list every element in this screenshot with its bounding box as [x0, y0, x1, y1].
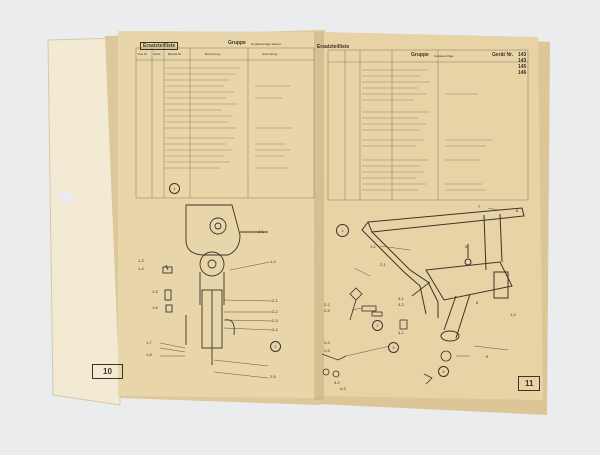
left-circle-2: 2	[270, 341, 281, 352]
right-device-no-2: 143	[518, 58, 527, 64]
left-callout-2-3: 2-3	[272, 318, 278, 323]
left-callout-2-5: 2-5	[270, 374, 276, 379]
right-callout-3-2: 3-2	[398, 302, 404, 307]
right-callout-2-4: 2-4	[324, 340, 330, 345]
right-parts-table	[327, 49, 529, 201]
left-callout-1-7: 1-7	[146, 340, 152, 345]
left-header-box: Ersatzteilliste	[140, 42, 179, 50]
left-parts-table	[135, 47, 315, 199]
left-page	[118, 31, 322, 398]
left-callout-1-5: 1-5	[152, 289, 158, 294]
right-callout-9: 9	[486, 354, 489, 359]
left-callout-1-8: 1-8	[146, 352, 152, 357]
spine-shadow	[314, 32, 324, 400]
right-callout-6: 6	[476, 300, 479, 305]
right-header-group-name: Geräteschräge	[434, 54, 454, 58]
right-device-no-4: 146	[518, 70, 527, 76]
back-cover	[47, 37, 121, 406]
right-header-group: Gruppe	[411, 52, 429, 58]
left-callout-1-4: 1-4	[138, 266, 144, 271]
right-callout-4-1: 4-1	[398, 330, 404, 335]
right-table-rows	[362, 69, 492, 191]
right-callout-4-2: 4-2	[334, 380, 340, 385]
right-header-device: Gerät Nr.	[492, 52, 514, 58]
right-callout-1-1: 1-1	[370, 244, 376, 249]
left-table-rows	[165, 67, 292, 169]
right-circle-4: 4	[438, 366, 449, 377]
left-col-stueck: Stück	[153, 52, 161, 56]
right-frame-drawing	[361, 207, 525, 342]
right-callout-1-2: 1-2	[510, 312, 516, 317]
right-callout-2-2: 2-2	[324, 302, 330, 307]
right-callout-5: 5	[465, 244, 468, 249]
left-col-posnr: Pos Nr.	[138, 52, 148, 56]
left-leaders	[159, 261, 273, 379]
right-circle-1: 1	[336, 224, 349, 237]
right-callout-3-1: 3-1	[398, 296, 404, 301]
left-header-group: Gruppe	[228, 40, 246, 46]
cover-hole	[56, 190, 75, 206]
right-header-box: Ersatzteilliste	[317, 44, 350, 50]
right-page-number: 11	[518, 376, 541, 391]
right-circle-2: 2	[372, 320, 383, 331]
right-callout-2-1: 2-1	[380, 262, 386, 267]
right-callout-8: 8	[516, 208, 519, 213]
right-circle-3: 3	[388, 342, 399, 353]
left-col-bestellnr: Bestell-Nr.	[168, 52, 182, 56]
right-small-parts	[321, 281, 452, 385]
left-callout-1-2: 1-2	[270, 259, 276, 264]
left-drawing-1	[185, 204, 268, 256]
left-page-number: 10	[92, 364, 123, 379]
left-callout-2-4: 2-4	[272, 327, 278, 332]
right-callout-7: 7	[478, 204, 481, 209]
left-circle-1: 1	[169, 183, 180, 194]
right-leaders	[345, 207, 509, 357]
right-device-no-3: 145	[518, 64, 527, 70]
left-callout-1-1: 1-1	[258, 229, 264, 234]
left-callout-2-2: 2-2	[272, 309, 278, 314]
left-col-anmerkung: Anmerkung	[262, 52, 278, 56]
right-callout-4-3: 4-3	[340, 386, 346, 391]
right-device-no-1: 143	[518, 52, 527, 58]
left-callout-1-3: 1-3	[138, 258, 144, 263]
right-callout-2-5: 2-5	[324, 348, 330, 353]
left-header-group-name: Geräteschräge aliepen	[251, 42, 282, 46]
left-col-benennung: Benennung	[205, 52, 221, 56]
left-callout-2-1: 2-1	[272, 298, 278, 303]
left-callout-1-6: 1-6	[152, 305, 158, 310]
right-callout-2-3: 2-3	[324, 308, 330, 313]
